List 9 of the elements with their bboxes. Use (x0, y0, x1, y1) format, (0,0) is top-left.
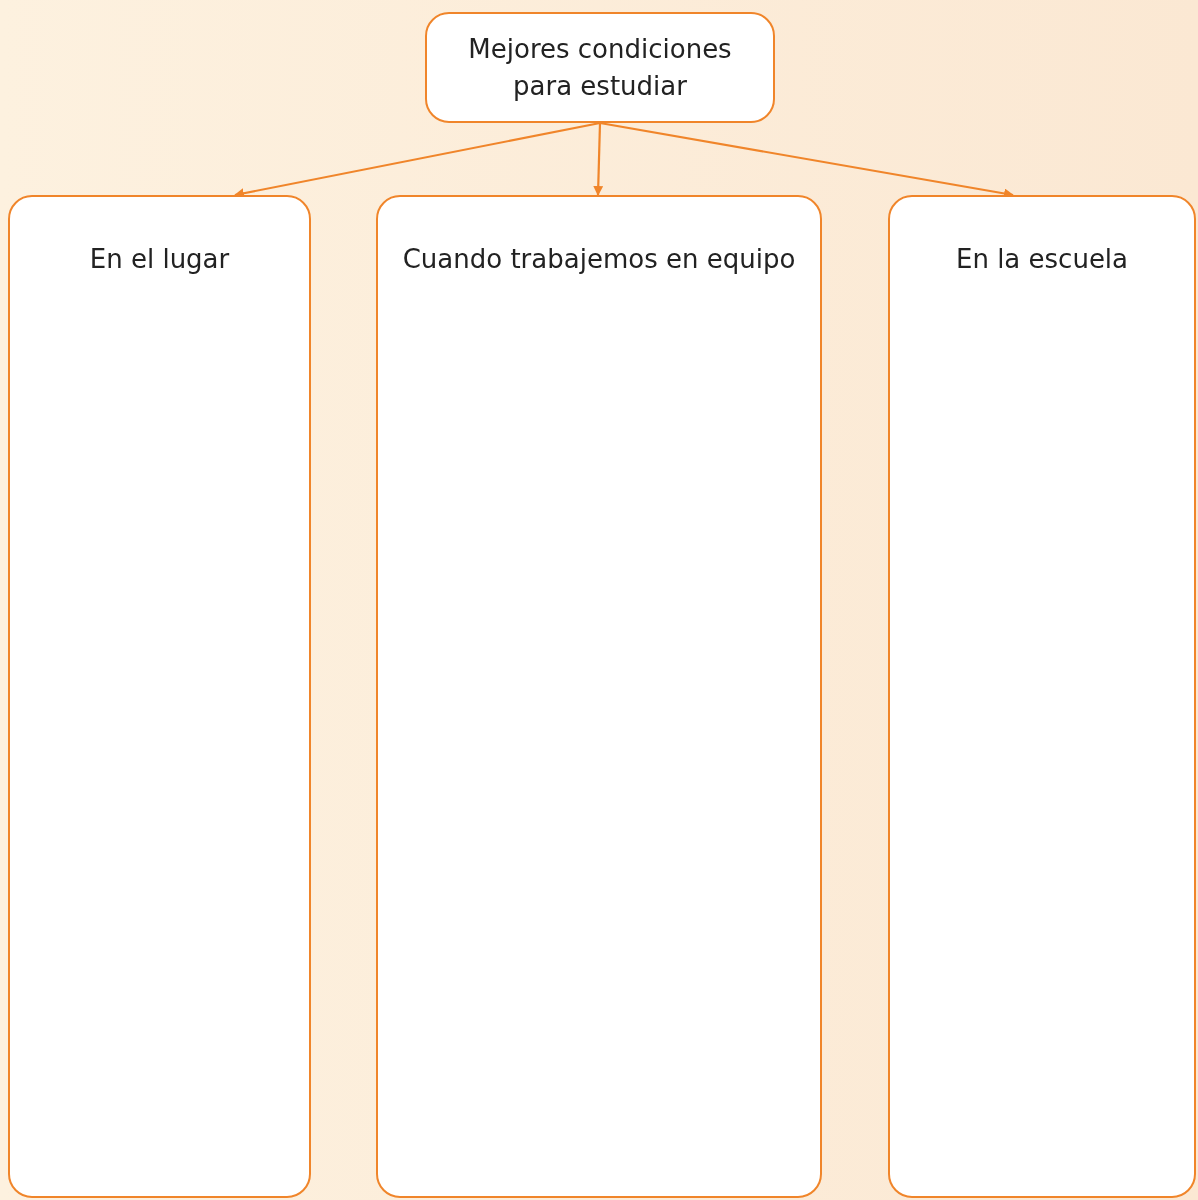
topic-text: Mejores condiciones para estudiar (467, 32, 733, 103)
category-column (376, 195, 822, 1198)
arrow (593, 122, 604, 196)
column-heading: Cuando trabajemos en equipo (401, 243, 797, 276)
column-heading: En la escuela (954, 243, 1130, 276)
category-column (8, 195, 311, 1198)
topic-box (425, 12, 775, 123)
column-heading: En el lugar (88, 243, 231, 276)
category-column (888, 195, 1196, 1198)
